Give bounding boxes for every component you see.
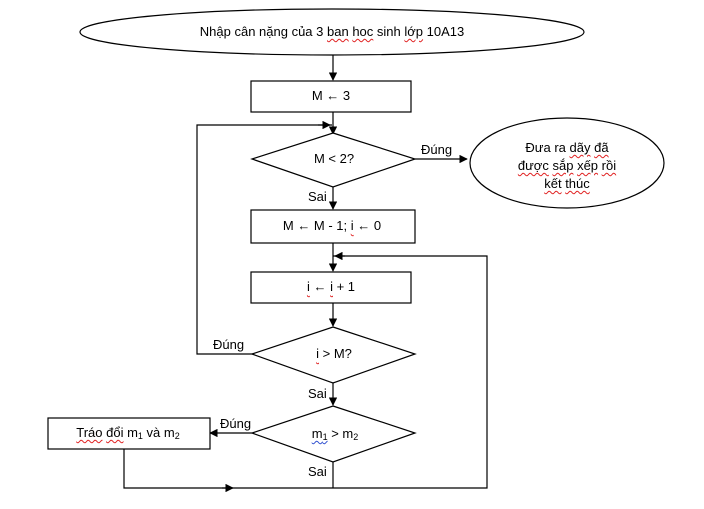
label-yes-outer: Đúng (421, 142, 453, 157)
label-no-inner: Sai (308, 386, 327, 401)
swap-return-line (123, 449, 233, 489)
label-no-outer: Sai (308, 189, 327, 204)
swap-box (47, 417, 211, 450)
inner-loop-line (333, 255, 488, 489)
step-box (250, 209, 416, 244)
start-text: Nhập cân nặng của 3 ban hoc sinh lớp 10A… (199, 24, 465, 39)
swap-box-text: Tráo đổi m1 và m2 (76, 425, 180, 441)
inc-box (250, 271, 412, 304)
inc-box-text: i ← i + 1 (306, 279, 356, 294)
outer-loop-line (196, 124, 332, 355)
init-box-text: M ← 3 (311, 88, 351, 103)
end-ellipse (469, 117, 665, 209)
decision-compare-text: m1 > m2 (311, 426, 359, 442)
end-text: Đưa ra dãy đã được sắp xếp rồi kết thúc (517, 140, 617, 191)
start-ellipse (79, 8, 585, 56)
label-yes-compare: Đúng (220, 416, 252, 431)
step-box-text: M ← M - 1; i ← 0 (282, 218, 382, 233)
label-no-compare: Sai (308, 464, 327, 479)
init-box (250, 80, 412, 113)
decision-inner-text: i > M? (316, 346, 352, 361)
label-yes-inner: Đúng (213, 337, 245, 352)
decision-outer-text: M < 2? (313, 151, 355, 166)
